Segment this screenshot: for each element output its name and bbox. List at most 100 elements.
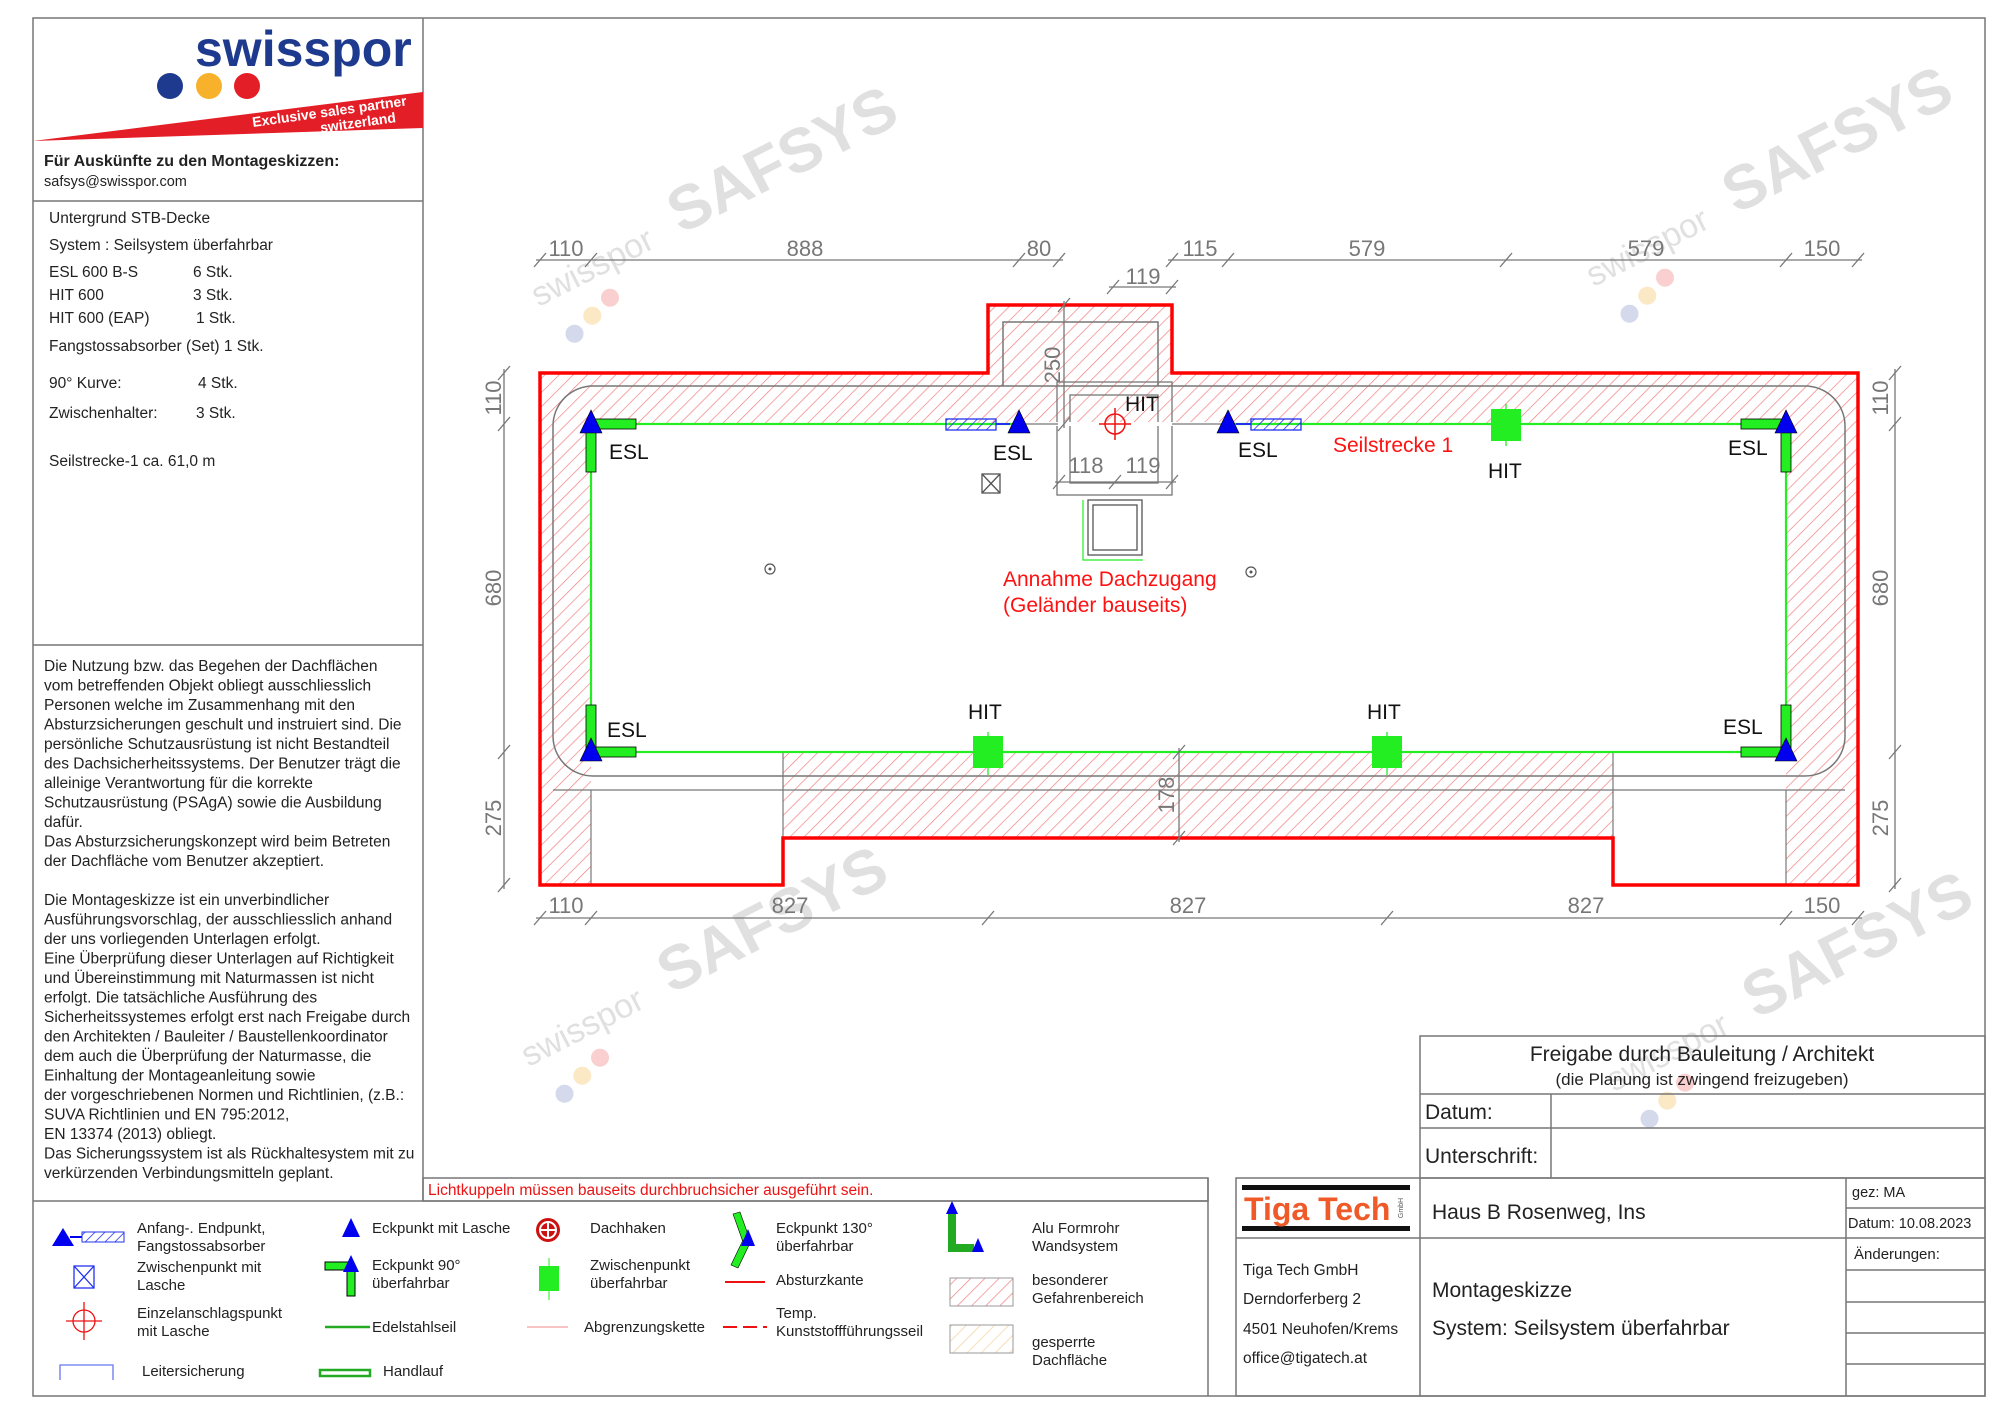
watermark: swisspor SAFSYS [525, 73, 908, 343]
legend-label: Eckpunkt 90° [372, 1257, 461, 1274]
svg-text:119: 119 [1125, 453, 1160, 478]
contact-email[interactable]: safsys@swisspor.com [44, 174, 187, 190]
svg-text:90° Kurve:: 90° Kurve: [49, 375, 122, 392]
svg-text:Freigabe durch Bauleitung / Ar: Freigabe durch Bauleitung / Architekt [1530, 1043, 1875, 1066]
disclaimer-line: Sicherheitssystemes erfolgt erst nach Fr… [44, 1009, 410, 1026]
approval-date-field[interactable] [1553, 1096, 1983, 1126]
tigatech-logo: Tiga Tech GmbH [1242, 1185, 1410, 1231]
svg-text:SAFSYS: SAFSYS [656, 73, 908, 247]
svg-text:Tiga Tech: Tiga Tech [1244, 1191, 1390, 1227]
svg-text:Unterschrift:: Unterschrift: [1425, 1145, 1538, 1168]
legend-label: Gefahrenbereich [1032, 1290, 1144, 1307]
svg-text:1 Stk.: 1 Stk. [196, 310, 236, 327]
svg-text:250: 250 [1040, 347, 1065, 384]
title-block [1235, 1177, 1986, 1397]
closed-area-swatch [949, 1324, 1014, 1354]
disclaimer-line: Schutzausrüstung (PSAgA) sowie die Ausbi… [44, 795, 382, 812]
access-label-2: (Geländer bauseits) [1003, 594, 1187, 617]
svg-text:ESL: ESL [1728, 437, 1768, 460]
svg-text:GmbH: GmbH [1398, 1198, 1405, 1218]
hit-anchors [973, 404, 1521, 775]
corner-lasche-icon [342, 1218, 360, 1237]
svg-text:888: 888 [787, 236, 824, 261]
legend-label: überfahrbar [590, 1275, 668, 1292]
ladder-icon [59, 1364, 114, 1380]
svg-text:System : Seilsystem überfahrba: System : Seilsystem überfahrbar [49, 237, 273, 254]
svg-text:ESL: ESL [1238, 439, 1278, 462]
legend-label: Eckpunkt 130° [776, 1220, 873, 1237]
legend-labels: Anfang-. Endpunkt,FangstossabsorberZwisc… [137, 1220, 1144, 1380]
svg-text:3 Stk.: 3 Stk. [196, 405, 236, 422]
disclaimer-line: Personen welche im Zusammenhang mit den [44, 697, 355, 714]
disclaimer-line: SUVA Richtlinien und EN 795:2012, [44, 1107, 289, 1124]
svg-text:110: 110 [1868, 380, 1893, 415]
legend-label: Anfang-. Endpunkt, [137, 1220, 265, 1237]
disclaimer-line: der Dachfläche vom Benutzer akzeptiert. [44, 853, 324, 870]
approval-signature-field[interactable] [1553, 1130, 1983, 1176]
legend-label: Kunststoffführungsseil [776, 1323, 923, 1340]
dimension-labels: 110 888 80 115 579 579 150 119 110 827 8… [481, 236, 1893, 918]
svg-text:80: 80 [1027, 236, 1051, 261]
legend-label: besonderer [1032, 1272, 1108, 1289]
svg-text:HIT: HIT [1125, 393, 1159, 416]
corner-130-icon [730, 1211, 755, 1269]
end-point-icon [52, 1228, 125, 1246]
disclaimer-line: Ausführungsvorschlag, der ausschliesslic… [44, 912, 392, 929]
legend-label: Abgrenzungskette [584, 1319, 705, 1336]
svg-text:Zwischenhalter:: Zwischenhalter: [49, 405, 158, 422]
shock-absorber [945, 418, 997, 431]
handrail-icon [318, 1368, 372, 1378]
svg-text:150: 150 [1804, 236, 1841, 261]
project-name: Haus B Rosenweg, Ins [1432, 1201, 1646, 1224]
svg-text:ESL: ESL [993, 442, 1033, 465]
legend-label: Dachhaken [590, 1220, 666, 1237]
watermark: swisspor SAFSYS [1580, 53, 1963, 323]
disclaimer-line: Das Absturzsicherungskonzept wird beim B… [44, 834, 390, 851]
disclaimer-line: den Architekten / Bauleiter / Baustellen… [44, 1029, 388, 1046]
disclaimer-line: dem auch die Überprüfung der Naturmasse,… [44, 1047, 371, 1065]
disclaimer-line: alleinige Verantwortung für die korrekte [44, 775, 313, 792]
disclaimer-line: der uns vorliegenden Unterlagen erfolgt. [44, 931, 321, 948]
disclaimer-line: verkürzenden Verbindungsmitteln geplant. [44, 1165, 334, 1182]
corner-90-icon [324, 1255, 359, 1297]
legend-label: Zwischenpunkt [590, 1257, 691, 1274]
svg-text:Seilstrecke-1 ca. 61,0 m: Seilstrecke-1 ca. 61,0 m [49, 453, 215, 470]
roof-plan: ESL ESL ESL ESL ESL ESL HIT HIT HIT HIT … [481, 236, 1902, 926]
doc-system: System: Seilsystem überfahrbar [1432, 1317, 1730, 1340]
intermediate-lasche-icon [73, 1265, 95, 1289]
legend-label: Wandsystem [1032, 1238, 1118, 1255]
disclaimer-line: des Dachsicherheitssystems. Der Benutzer… [44, 756, 401, 773]
svg-text:swisspor: swisspor [525, 220, 660, 314]
svg-text:119: 119 [1125, 264, 1160, 289]
svg-text:ESL 600 B-S: ESL 600 B-S [49, 264, 138, 281]
svg-text:6 Stk.: 6 Stk. [193, 264, 233, 281]
intermediate-drive-icon [539, 1258, 559, 1300]
skylight-note: Lichtkuppeln müssen bauseits durchbruchs… [428, 1182, 873, 1199]
fall-edge [538, 303, 1860, 887]
legend-label: mit Lasche [137, 1323, 210, 1340]
svg-text:275: 275 [481, 800, 506, 837]
svg-text:110: 110 [548, 893, 583, 918]
svg-text:579: 579 [1628, 236, 1665, 261]
company-email[interactable]: office@tigatech.at [1243, 1350, 1368, 1367]
svg-text:gez: MA: gez: MA [1852, 1185, 1906, 1201]
legend-label: gesperrte [1032, 1334, 1095, 1351]
legend-label: Zwischenpunkt mit [137, 1259, 262, 1276]
disclaimer-line: erfolgt. Die tatsächliche Ausführung des [44, 990, 317, 1007]
svg-text:115: 115 [1182, 236, 1217, 261]
intermediate-point-icon [981, 473, 1001, 494]
access-label: Annahme Dachzugang [1003, 568, 1217, 591]
legend-label: Absturzkante [776, 1272, 864, 1289]
svg-text:680: 680 [481, 570, 506, 607]
rope-label: Seilstrecke 1 [1333, 434, 1453, 457]
svg-text:827: 827 [1568, 893, 1605, 918]
disclaimer-line: vom betreffenden Objekt obliegt ausschli… [44, 678, 371, 695]
svg-text:150: 150 [1804, 893, 1841, 918]
disclaimer-line: Absturzsicherungen geschult und instruie… [44, 717, 402, 734]
legend-label: Handlauf [383, 1363, 444, 1380]
disclaimer-line: der vorgeschriebenen Normen und Richtlin… [44, 1087, 404, 1104]
svg-text:ESL: ESL [1723, 716, 1763, 739]
svg-text:110: 110 [548, 236, 583, 261]
single-anchor-icon [66, 1302, 102, 1340]
